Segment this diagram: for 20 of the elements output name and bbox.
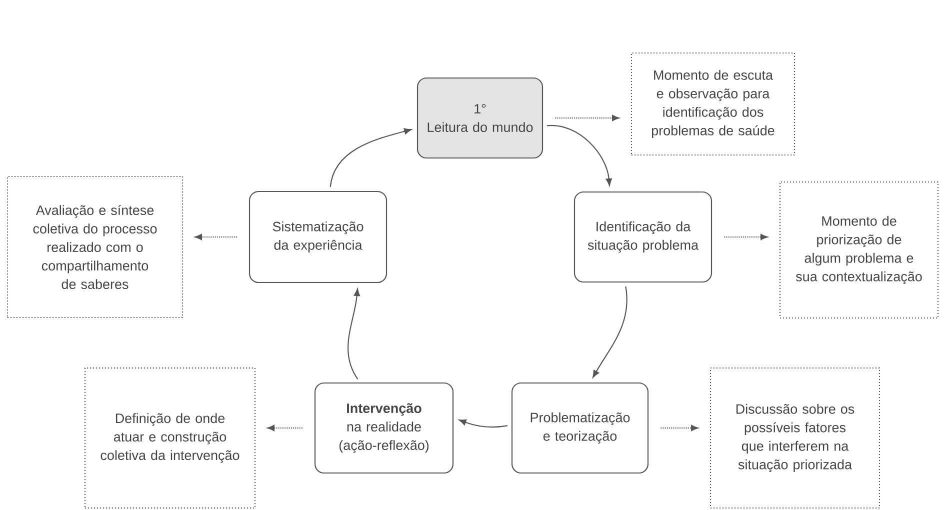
note-box: Discussão sobre os possíveis fatores que interferem na situação priorizada xyxy=(710,368,880,508)
process-box: Sistematização da experiência xyxy=(248,190,388,284)
process-box: 1° Leitura do mundo xyxy=(416,77,544,159)
note-box: Avaliação e síntese coletiva do processo realizado com o compartilhamento de saberes xyxy=(7,176,183,318)
note-box: Momento de priorização de algum problema e sua contextualização xyxy=(780,182,938,318)
curved-arrow xyxy=(330,128,412,188)
process-box: Problematização e teorização xyxy=(511,382,649,474)
process-box: Intervenção na realidade (ação-reflexão) xyxy=(314,382,454,474)
curved-arrow xyxy=(348,288,360,380)
dotted-arrow xyxy=(267,424,302,432)
dotted-arrow xyxy=(555,114,620,122)
dotted-arrow xyxy=(660,424,698,432)
curved-arrow xyxy=(547,125,612,186)
process-box: Identificação da situação problema xyxy=(574,191,712,283)
dotted-arrow xyxy=(724,234,768,240)
note-box: Momento de escuta e observação para identificação dos problemas de saúde xyxy=(631,52,795,156)
dotted-arrow xyxy=(194,234,237,240)
curved-arrow xyxy=(458,419,508,428)
note-box: Definição de onde atuar e construção coletiva da intervenção xyxy=(84,368,256,508)
curved-arrow xyxy=(592,286,628,378)
